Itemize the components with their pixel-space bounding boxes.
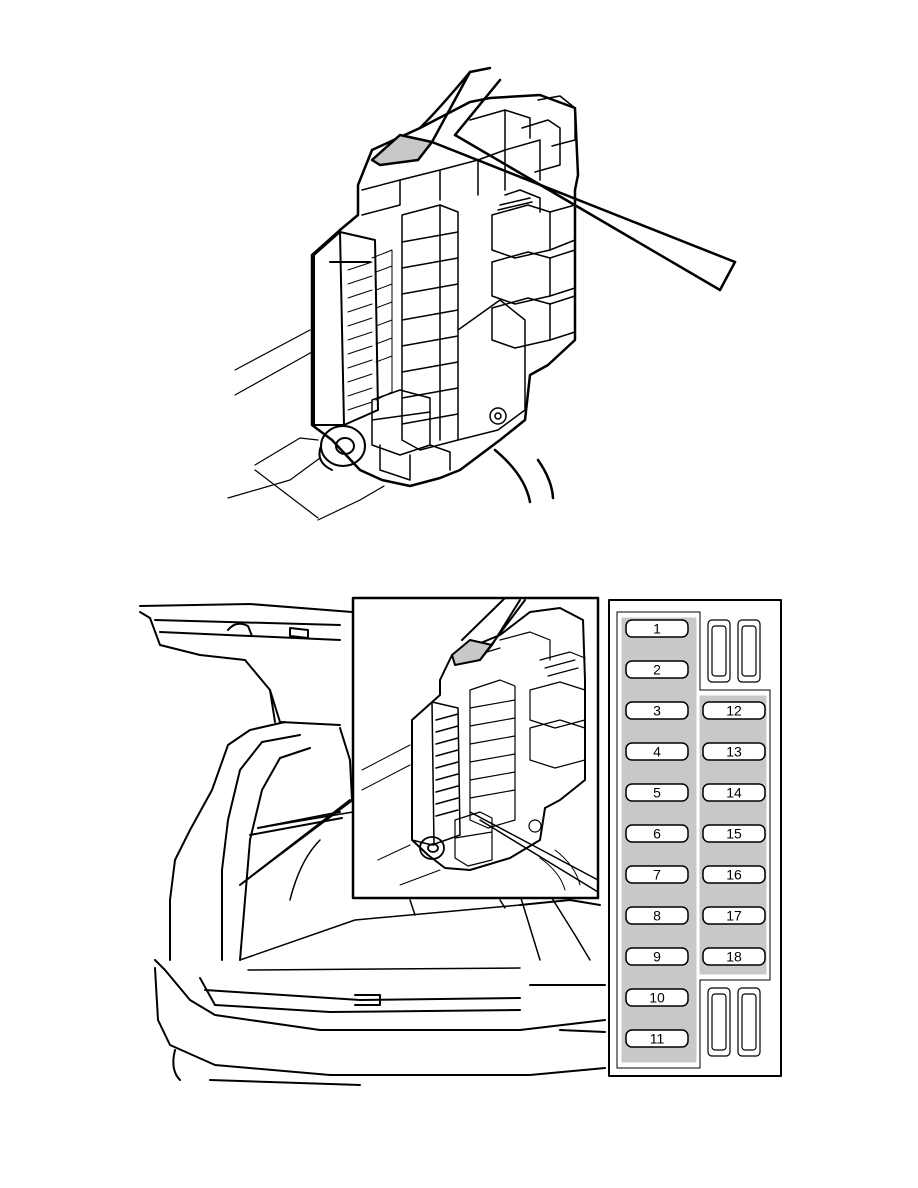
- lower-connector: [371, 299, 526, 481]
- fuse-chart-inner-outline: [616, 611, 771, 1069]
- fuse-number-label: 15: [726, 826, 742, 842]
- fuse-number-label: 6: [653, 826, 661, 842]
- fuse-strip-slots: [347, 249, 393, 411]
- fuse-slot-6: 6: [625, 824, 689, 843]
- inset-bolt: [528, 819, 542, 833]
- fuse-number-label: 5: [653, 785, 661, 801]
- fuse-number-label: 10: [649, 990, 665, 1006]
- fuse-slot-10: 10: [625, 988, 689, 1007]
- inset-relay-column: [469, 679, 516, 829]
- fuse-number-label: 11: [650, 1031, 665, 1047]
- fuse-number-label: 12: [726, 703, 742, 719]
- fuse-body: [625, 660, 689, 679]
- fuse-slot-4: 4: [625, 742, 689, 761]
- fuse-number-label: 18: [726, 949, 742, 965]
- fuse-slot-17: 17: [702, 906, 766, 925]
- fuse-strip: [313, 231, 379, 426]
- fuse-body: [702, 783, 766, 802]
- mounting-bolt: [489, 407, 507, 425]
- spare-slots-bottom: [707, 987, 761, 1057]
- fuse-slot-12: 12: [702, 701, 766, 720]
- body-side: [519, 899, 606, 1033]
- relay-box-body: [310, 93, 580, 488]
- fuse-body: [625, 947, 689, 966]
- fuse-slot-11: 11: [625, 1029, 689, 1048]
- fuse-body: [625, 742, 689, 761]
- fuse-slot-8: 8: [625, 906, 689, 925]
- fuse-body: [625, 906, 689, 925]
- fuse-number-label: 4: [653, 744, 661, 760]
- fuse-body: [625, 619, 689, 638]
- fuse-body: [625, 824, 689, 843]
- fuse-slot-13: 13: [702, 742, 766, 761]
- fuse-slot-7: 7: [625, 865, 689, 884]
- vehicle-body-lines: [227, 329, 385, 521]
- fuse-number-label: 3: [653, 703, 661, 719]
- rear-bumper: [154, 959, 606, 1086]
- right-fuse-column: 12 13 14 15 16 17 18: [702, 701, 766, 966]
- fuse-slot-14: 14: [702, 783, 766, 802]
- fuse-body: [702, 824, 766, 843]
- right-relays: [491, 189, 576, 349]
- fuse-number-label: 7: [653, 867, 661, 883]
- fuse-number-label: 13: [726, 744, 742, 760]
- inset-screwdriver-icon: [451, 597, 526, 666]
- mounting-grommet: [318, 425, 366, 471]
- cable-arc: [493, 448, 555, 504]
- inset-lower-parts: [454, 811, 493, 867]
- fuse-body: [702, 947, 766, 966]
- fuse-body: [702, 865, 766, 884]
- fuse-slot-3: 3: [625, 701, 689, 720]
- fuse-slot-2: 2: [625, 660, 689, 679]
- fuse-number-label: 17: [726, 908, 742, 924]
- fuse-body: [625, 701, 689, 720]
- fuse-slot-15: 15: [702, 824, 766, 843]
- screwdriver-icon: [370, 66, 737, 292]
- spare-slots-top: [707, 619, 761, 683]
- fuse-number-label: 2: [653, 662, 661, 678]
- fuse-body: [625, 988, 689, 1007]
- left-fuse-column: 1 2 3 4 5 6 7 8 9 10 11: [625, 619, 689, 1048]
- fuse-body: [625, 1029, 689, 1048]
- fuse-number-label: 1: [653, 621, 661, 637]
- fuse-body: [702, 701, 766, 720]
- fuse-slot-18: 18: [702, 947, 766, 966]
- cargo-floor: [239, 839, 591, 971]
- fuse-body: [702, 906, 766, 925]
- fuse-body: [702, 742, 766, 761]
- fuse-number-label: 14: [726, 785, 742, 801]
- fuse-body: [625, 783, 689, 802]
- inset-grommet: [419, 836, 445, 860]
- fuse-slot-1: 1: [625, 619, 689, 638]
- inset-background-lines: [361, 744, 581, 891]
- top-relays: [361, 95, 576, 216]
- fuse-slot-16: 16: [702, 865, 766, 884]
- fuse-body: [625, 865, 689, 884]
- fuse-slot-9: 9: [625, 947, 689, 966]
- fuse-number-label: 16: [726, 867, 742, 883]
- fuse-number-label: 8: [653, 908, 661, 924]
- fuse-number-label: 9: [653, 949, 661, 965]
- tailgate: [139, 603, 353, 726]
- inset-fuse-strip: [411, 701, 461, 846]
- fuse-slot-5: 5: [625, 783, 689, 802]
